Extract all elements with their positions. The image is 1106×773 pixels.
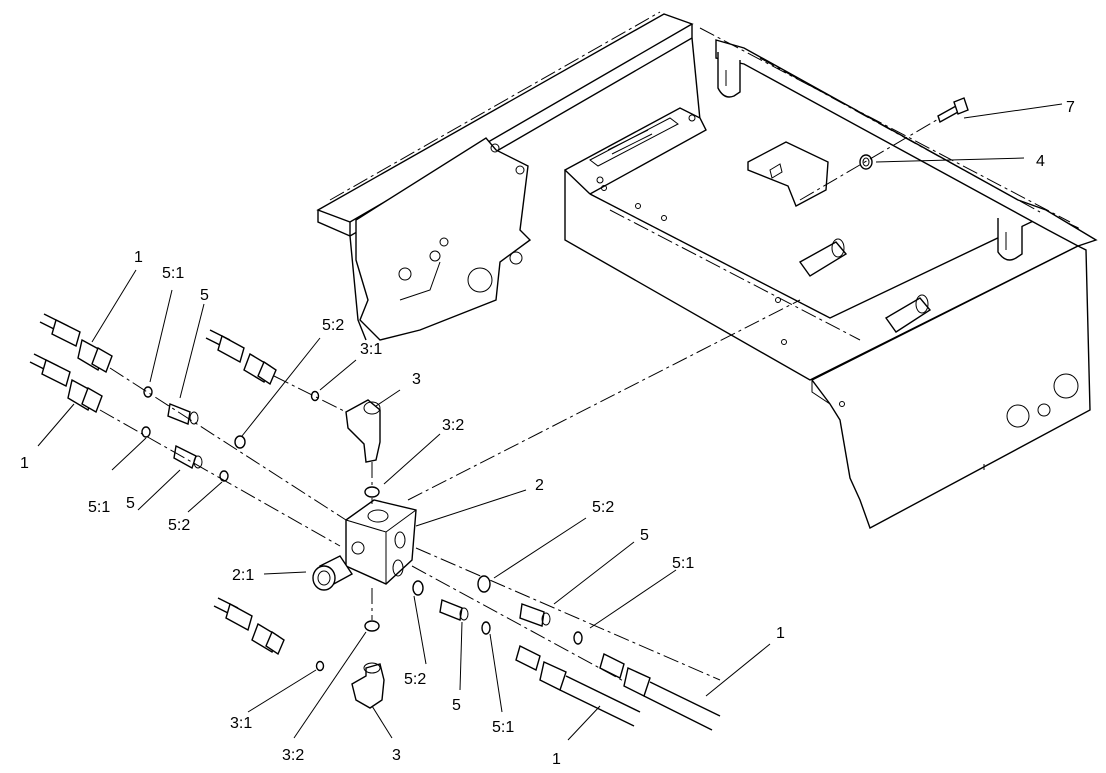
- callout-1: 1: [20, 455, 29, 472]
- lower-fittings: [213, 575, 721, 731]
- callout-5-1: 5:1: [162, 265, 184, 282]
- callout-4: 4: [1036, 153, 1045, 170]
- callout-3-2: 3:2: [282, 747, 304, 764]
- callout-5: 5: [452, 697, 461, 714]
- callout-3-1: 3:1: [230, 715, 252, 732]
- callout-5-2: 5:2: [404, 671, 426, 688]
- callout-1: 1: [552, 751, 561, 768]
- callout-5: 5: [640, 527, 649, 544]
- leader-lines: [37, 103, 1063, 741]
- callout-1: 1: [776, 625, 785, 642]
- callout-5: 5: [200, 287, 209, 304]
- orings-fittings-left: [141, 386, 381, 498]
- callout-5-1: 5:1: [492, 719, 514, 736]
- callout-1: 1: [134, 249, 143, 266]
- valve-block: [345, 499, 417, 585]
- callout-5: 5: [126, 495, 135, 512]
- bolt-and-washer: [799, 97, 969, 201]
- callout-5-2: 5:2: [322, 317, 344, 334]
- hose-assemblies-left: [29, 313, 277, 414]
- callout-5-1: 5:1: [672, 555, 694, 572]
- callout-2-1: 2:1: [232, 567, 254, 584]
- callout-7: 7: [1066, 99, 1075, 116]
- callout-3-1: 3:1: [360, 341, 382, 358]
- callout-5-1: 5:1: [88, 499, 110, 516]
- fitting-2-1: [312, 555, 354, 591]
- callout-labels: 1 1 1 1 2 2:1 3 3 3:1 3:1 3:2 3:2 4 7 5 …: [20, 99, 1075, 768]
- callout-5-2: 5:2: [592, 499, 614, 516]
- callout-2: 2: [535, 477, 544, 494]
- callout-3: 3: [412, 371, 421, 388]
- callout-3-2: 3:2: [442, 417, 464, 434]
- chassis-frame: [316, 11, 1098, 530]
- callout-5-2: 5:2: [168, 517, 190, 534]
- callout-3: 3: [392, 747, 401, 764]
